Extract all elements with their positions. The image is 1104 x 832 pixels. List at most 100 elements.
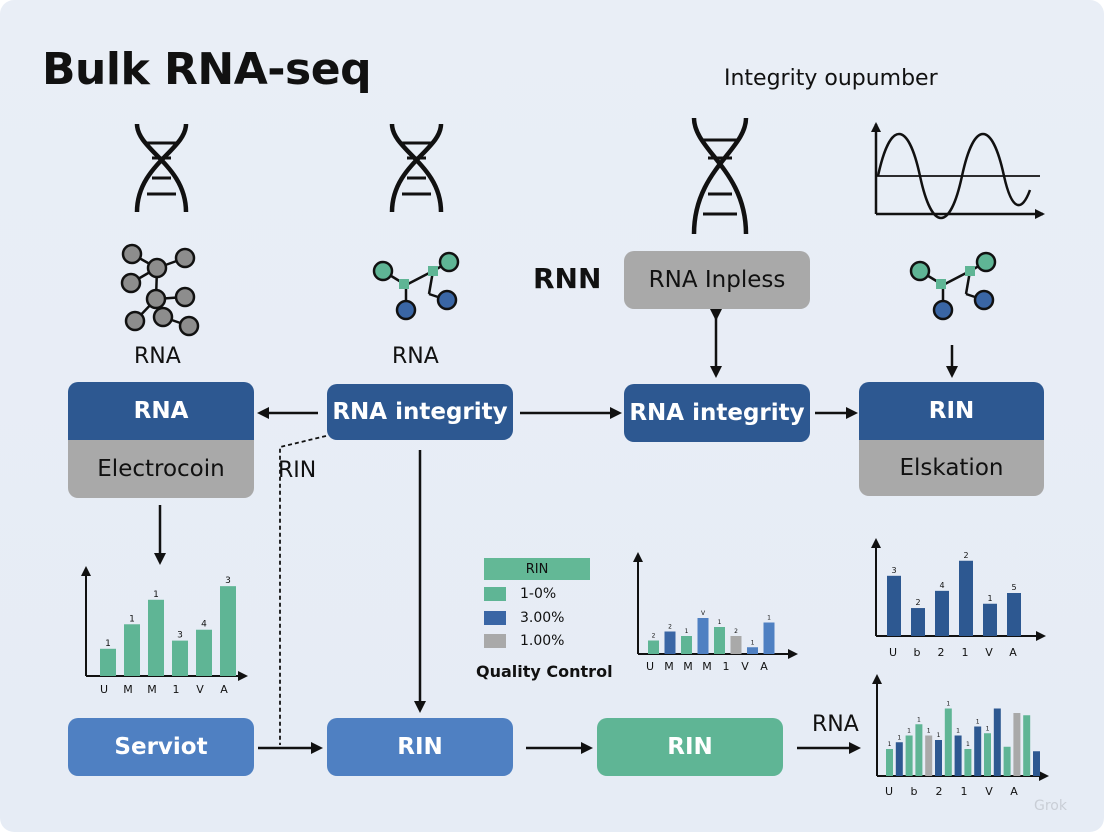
data-label: 2 xyxy=(734,628,738,635)
quality-control-caption: Quality Control xyxy=(476,662,613,681)
rna-label: RNA xyxy=(392,344,439,369)
tick-label: V xyxy=(985,646,993,659)
serviot-box[interactable]: Serviot xyxy=(68,718,254,776)
bar xyxy=(974,726,982,776)
rna-integrity-box[interactable]: RNA integrity xyxy=(624,384,810,442)
legend-item: 1-0% xyxy=(484,586,556,602)
bar xyxy=(905,735,913,776)
rna-inpless-box[interactable]: RNA Inpless xyxy=(624,251,810,309)
data-label: 1 xyxy=(129,614,135,624)
data-label: 1 xyxy=(986,725,990,732)
data-label: 2 xyxy=(963,551,968,560)
rna-label: RNA xyxy=(134,344,181,369)
bar xyxy=(747,647,758,654)
tick-label: M xyxy=(123,683,133,696)
bar xyxy=(648,640,659,654)
data-label: 1 xyxy=(888,741,892,748)
tick-label: U xyxy=(100,683,108,696)
data-label: 1 xyxy=(767,615,771,622)
bar xyxy=(935,740,942,776)
bar xyxy=(1023,715,1031,776)
bar xyxy=(148,599,164,676)
bar xyxy=(664,631,676,654)
bar xyxy=(993,708,1001,776)
data-label: 3 xyxy=(225,576,231,586)
bar xyxy=(172,640,188,676)
tick-label: U xyxy=(646,660,654,673)
legend-swatch xyxy=(484,611,506,625)
tick-label: 1 xyxy=(961,785,968,798)
molecule-icon xyxy=(909,251,997,321)
subtitle: Integrity oupumber xyxy=(724,66,938,91)
tick-label: M xyxy=(702,660,712,673)
bar xyxy=(935,590,949,636)
data-label: 1 xyxy=(105,639,111,649)
bar xyxy=(886,749,893,776)
tick-label: U xyxy=(889,646,897,659)
data-label: 1 xyxy=(927,728,931,735)
tick-label: M xyxy=(683,660,693,673)
rin-label: RIN xyxy=(278,458,317,483)
data-label: 5 xyxy=(1011,583,1016,592)
data-label: 1 xyxy=(153,590,159,600)
electrocoin-box[interactable]: Electrocoin xyxy=(68,440,254,498)
data-label: 1 xyxy=(937,732,941,739)
tick-label: V xyxy=(196,683,204,696)
data-label: 1 xyxy=(987,594,992,603)
data-label: 3 xyxy=(891,566,896,575)
page-title: Bulk RNA-seq xyxy=(42,44,372,95)
bar xyxy=(895,742,903,776)
data-label: 1 xyxy=(751,639,755,646)
connector-arrows xyxy=(154,309,958,754)
tick-label: A xyxy=(1010,785,1018,798)
bar xyxy=(959,560,973,636)
data-label: 1 xyxy=(956,728,960,735)
bar xyxy=(984,733,991,776)
elskation-box[interactable]: Elskation xyxy=(859,440,1044,496)
tick-label: V xyxy=(985,785,993,798)
bar xyxy=(925,735,933,776)
bar xyxy=(1007,593,1021,636)
rin-box[interactable]: RIN xyxy=(597,718,783,776)
rna-integrity-box[interactable]: RNA integrity xyxy=(327,384,513,440)
data-label: 2 xyxy=(668,624,672,631)
data-label: 3 xyxy=(177,631,183,641)
data-label: 2 xyxy=(652,633,656,640)
tick-label: A xyxy=(220,683,228,696)
data-label: V xyxy=(701,610,706,617)
tick-label: b xyxy=(911,785,918,798)
rna-box[interactable]: RNA xyxy=(68,382,254,440)
rin-box[interactable]: RIN xyxy=(859,382,1044,440)
tick-label: V xyxy=(741,660,749,673)
tick-label: U xyxy=(885,785,893,798)
tick-label: 2 xyxy=(936,785,943,798)
molecule-icon xyxy=(120,243,200,337)
data-label: 1 xyxy=(907,728,911,735)
dna-helix-icon xyxy=(389,123,444,213)
dashed-connector xyxy=(279,435,327,745)
data-label: 2 xyxy=(915,598,920,607)
tick-label: A xyxy=(760,660,768,673)
bar xyxy=(954,735,962,776)
bar xyxy=(964,749,972,776)
tick-label: 2 xyxy=(938,646,945,659)
data-label: 4 xyxy=(939,581,944,590)
bar xyxy=(220,586,236,676)
bar xyxy=(911,608,925,636)
data-label: 1 xyxy=(897,734,901,741)
dna-helix-icon xyxy=(134,123,189,213)
rin-box[interactable]: RIN xyxy=(327,718,513,776)
data-label: 1 xyxy=(966,741,970,748)
legend-swatch xyxy=(484,587,506,601)
tick-label: 1 xyxy=(173,683,180,696)
legend-item: 3.00% xyxy=(484,610,564,626)
data-label: 1 xyxy=(685,628,689,635)
tick-label: 1 xyxy=(723,660,730,673)
bar xyxy=(1003,746,1011,776)
data-label: 1 xyxy=(917,716,921,723)
legend-label: 3.00% xyxy=(520,610,565,626)
tick-label: M xyxy=(664,660,674,673)
